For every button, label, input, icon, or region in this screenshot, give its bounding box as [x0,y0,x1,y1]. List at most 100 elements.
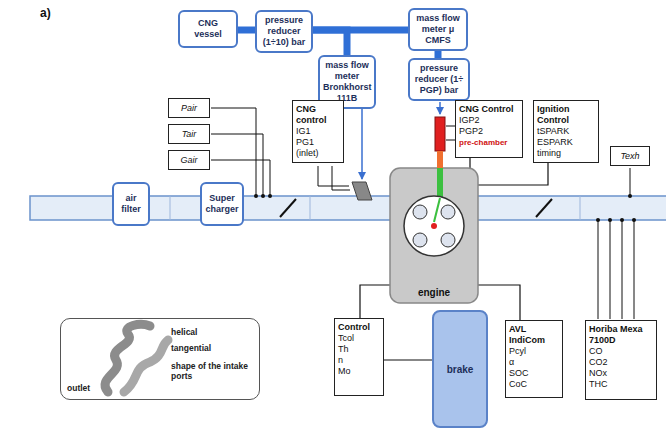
sensor-box: Pair [168,98,210,118]
node-text: NOx [589,368,653,379]
node-heading: Control [338,322,380,333]
node-heading: CNG control [296,104,340,126]
exhaust-pipe [476,196,666,220]
node-heading: air filter [117,193,145,215]
control-box: ControlTcolThnMo [334,318,384,396]
node-text: Tcol [338,333,380,344]
vessel-box: CNG vessel [178,10,238,48]
pipe-joint [580,196,581,220]
probe-line [598,221,599,319]
control-wire [332,166,350,190]
node-heading: pressure reducer (1÷10) bar [260,15,308,48]
pipe-joint [170,196,171,220]
sensor-dot [620,218,624,222]
sensor-box: Gair [168,150,210,170]
reducer-box: pressure reducer (1÷ PGP) bar [408,58,470,101]
node-text: (inlet) [296,148,340,159]
node-heading: Pair [172,103,206,114]
node-heading: Tair [172,129,206,140]
injector-nozzle [437,151,443,168]
probe-line [622,221,623,319]
node-heading: AVL IndiCom [509,324,559,346]
node-text: pre-chamber [459,137,519,148]
throttle-valve [280,199,296,217]
valve [441,205,455,219]
node-text: Pcyl [509,346,559,357]
sensor-box: Texh [610,146,650,166]
pipe-joint [310,196,311,220]
gas-line [439,102,441,114]
sensor-dot [268,194,272,198]
engine-block [390,168,478,303]
inset-panel: helical tangential shape of the intake por… [60,318,260,400]
node-text: IG1 [296,126,340,137]
sensor-wire [630,168,631,195]
node-heading: Texh [614,151,646,162]
node-heading: mass flow meter Bronkhorst 111B [323,60,371,104]
node-text: Th [338,344,380,355]
prechamber-injector [435,117,445,151]
node-text: IGP2 [459,115,519,126]
spark-plug [431,223,437,229]
node-text: n [338,355,380,366]
flow-meter-box: mass flow meter μ CMFS [408,8,468,51]
node-heading: Gair [172,155,206,166]
sensor-dot [261,194,265,198]
gas-line [361,108,363,179]
node-text: shape of the intake ports [171,361,255,381]
node-text: SOC [509,368,559,379]
valve [413,205,427,219]
sensor-dot [254,194,258,198]
node-text: timing [537,148,595,159]
gas-pipe [313,30,347,55]
reducer-box: pressure reducer (1÷10) bar [255,10,313,53]
node-text: Mo [338,366,380,377]
node-heading: Ignition Control [537,104,595,126]
node-text: CO2 [589,357,653,368]
node-heading: Super charger [205,193,239,215]
sensor-dot [628,194,632,198]
control-box: CNG controlIG1PG1(inlet) [292,100,344,163]
control-wire [446,140,455,141]
probe-line [634,221,635,319]
valve [413,233,427,247]
node-text: ESPARK [537,137,595,148]
control-wire [318,166,349,186]
tangential-port [124,340,168,392]
node-heading: CNG vessel [183,18,233,40]
supercharger-box: Super charger [200,182,244,226]
intake-injector [352,182,372,200]
node-heading: helical [171,327,251,337]
node-heading: Horiba Mexa 7100D [589,324,653,346]
instrument-box: AVL IndiComPcylαSOCCoC [505,320,563,398]
node-text: α [509,357,559,368]
prechamber [437,168,443,198]
sensor-dot [632,218,636,222]
probe-line [610,221,611,319]
node-text: tangential [171,343,251,353]
valve [441,233,455,247]
node-text: outlet [67,383,127,393]
jet [434,198,440,222]
helical-port [105,324,150,392]
gas-pipe [238,27,255,34]
signal-wire [469,158,470,168]
node-heading: CNG Control [459,104,519,115]
signal-wire [384,359,432,360]
node-heading: mass flow meter μ CMFS [413,13,463,46]
control-box: CNG ControlIGP2PGP2pre-chamber [455,100,523,158]
control-box: Ignition ControltSPARKESPARKtiming [533,100,599,163]
cylinder [404,196,464,256]
node-heading: engine [393,287,475,298]
signal-wire [478,163,548,185]
engine-box: engine [390,168,478,303]
analyzer-box: Horiba Mexa 7100DCOCO2NOxTHC [585,320,657,400]
sensor-dot [596,218,600,222]
node-text: PG1 [296,137,340,148]
brake-box: brake [432,310,488,428]
node-text: PGP2 [459,126,519,137]
node-text: THC [589,379,653,390]
sensor-box: Tair [168,124,210,144]
control-wire [446,126,455,127]
gas-pipe [435,51,442,58]
